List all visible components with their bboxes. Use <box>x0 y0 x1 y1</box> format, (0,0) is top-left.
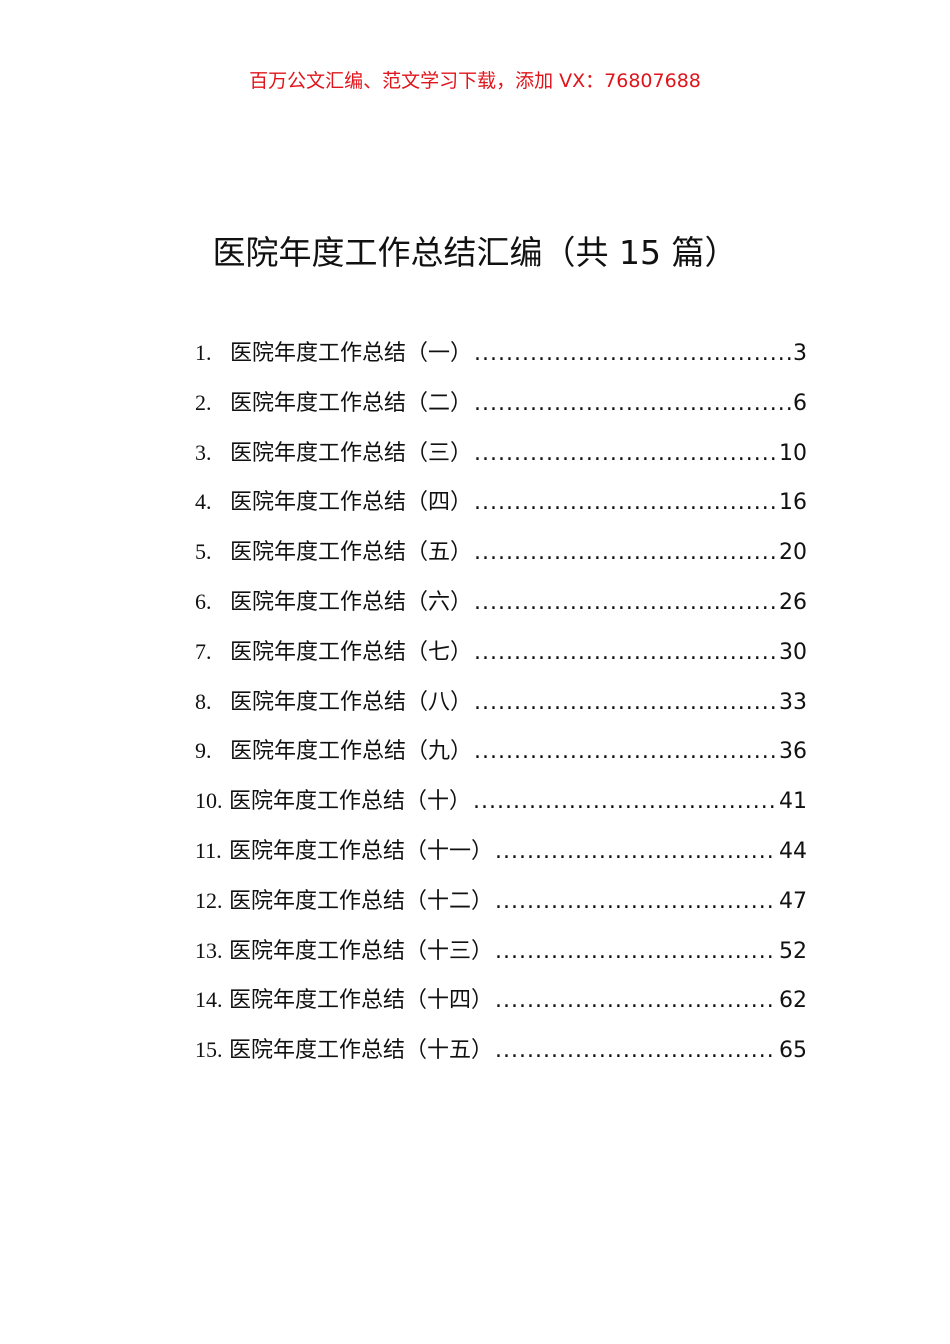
toc-label: 医院年度工作总结（十五） <box>229 1038 494 1064</box>
toc-page-number: 3 <box>793 341 807 366</box>
toc-leader-dots <box>495 832 777 872</box>
toc-page-number: 20 <box>779 540 807 566</box>
toc-label: 医院年度工作总结（九） <box>230 739 473 765</box>
toc-label: 医院年度工作总结（十二） <box>229 888 494 914</box>
toc-label: 医院年度工作总结（二） <box>230 390 473 416</box>
toc-entry[interactable]: 8. 医院年度工作总结（八） 33 <box>195 682 807 732</box>
toc-number: 4. <box>195 489 212 515</box>
promo-banner: 百万公文汇编、范文学习下载，添加 VX：76807688 <box>249 70 701 92</box>
toc-entry[interactable]: 4. 医院年度工作总结（四） 16 <box>195 482 807 532</box>
toc-number: 2. <box>195 389 212 415</box>
toc-entry[interactable]: 11. 医院年度工作总结（十一） 44 <box>195 831 807 881</box>
toc-number: 10. <box>195 788 223 814</box>
toc-entry[interactable]: 9. 医院年度工作总结（九） 36 <box>195 731 807 781</box>
document-title: 医院年度工作总结汇编（共 15 篇） <box>212 233 738 272</box>
toc-entry[interactable]: 13.医院年度工作总结（十三） 52 <box>195 931 807 981</box>
toc-entry[interactable]: 7. 医院年度工作总结（七） 30 <box>195 632 807 682</box>
toc-page-number: 26 <box>779 589 807 615</box>
toc-entry[interactable]: 1. 医院年度工作总结（一） 3 <box>195 333 807 383</box>
toc-entry[interactable]: 14.医院年度工作总结（十四） 62 <box>195 980 807 1030</box>
toc-number: 9. <box>195 738 212 764</box>
toc-page-number: 44 <box>779 838 807 864</box>
toc-leader-dots <box>474 633 777 673</box>
toc-number: 15. <box>195 1037 223 1063</box>
toc-page-number: 41 <box>779 789 807 815</box>
toc-entry[interactable]: 2. 医院年度工作总结（二） 6 <box>195 383 807 433</box>
toc-page-number: 30 <box>779 639 807 665</box>
toc-entry[interactable]: 10.医院年度工作总结（十） 41 <box>195 781 807 831</box>
toc-label: 医院年度工作总结（八） <box>230 689 473 715</box>
toc-leader-dots <box>474 334 791 374</box>
toc-leader-dots <box>495 932 777 972</box>
toc-label: 医院年度工作总结（一） <box>230 341 473 366</box>
toc-number: 14. <box>195 987 223 1013</box>
toc-label: 医院年度工作总结（十三） <box>229 938 494 964</box>
toc-page-number: 10 <box>779 440 807 466</box>
toc-page-number: 47 <box>779 888 807 914</box>
toc-page-number: 36 <box>779 739 807 765</box>
toc-number: 3. <box>195 439 212 465</box>
toc-leader-dots <box>474 583 777 623</box>
toc-number: 1. <box>195 340 212 365</box>
toc-page-number: 62 <box>779 988 807 1014</box>
toc-leader-dots <box>474 732 777 772</box>
toc-page-number: 33 <box>779 689 807 715</box>
toc-entry[interactable]: 6. 医院年度工作总结（六） 26 <box>195 582 807 632</box>
toc-leader-dots <box>474 683 777 723</box>
toc-label: 医院年度工作总结（三） <box>230 440 473 466</box>
toc-leader-dots <box>474 434 777 474</box>
toc-leader-dots <box>474 483 777 523</box>
toc-page-number: 6 <box>793 390 807 416</box>
table-of-contents: 1. 医院年度工作总结（一） 3 2. 医院年度工作总结（二） 6 3. 医院年度工作总结… <box>195 333 807 1080</box>
toc-number: 12. <box>195 887 223 913</box>
toc-leader-dots <box>495 882 777 922</box>
toc-entry[interactable]: 15.医院年度工作总结（十五） 65 <box>195 1030 807 1080</box>
toc-leader-dots <box>474 384 791 424</box>
toc-label: 医院年度工作总结（五） <box>230 540 473 566</box>
toc-page-number: 52 <box>779 938 807 964</box>
toc-label: 医院年度工作总结（六） <box>230 589 473 615</box>
toc-label: 医院年度工作总结（十四） <box>229 988 494 1014</box>
toc-number: 11. <box>195 837 222 863</box>
toc-label: 医院年度工作总结（四） <box>230 490 473 516</box>
toc-number: 7. <box>195 638 212 664</box>
toc-entry[interactable]: 5. 医院年度工作总结（五） 20 <box>195 532 807 582</box>
toc-number: 8. <box>195 688 212 714</box>
toc-number: 5. <box>195 539 212 565</box>
toc-entry[interactable]: 12.医院年度工作总结（十二） 47 <box>195 881 807 931</box>
toc-leader-dots <box>473 782 777 822</box>
toc-number: 6. <box>195 588 212 614</box>
toc-leader-dots <box>495 981 777 1021</box>
toc-entry[interactable]: 3. 医院年度工作总结（三） 10 <box>195 433 807 483</box>
toc-label: 医院年度工作总结（十一） <box>229 838 494 864</box>
toc-page-number: 65 <box>779 1038 807 1064</box>
toc-leader-dots <box>495 1031 777 1071</box>
toc-page-number: 16 <box>779 490 807 516</box>
toc-leader-dots <box>474 533 777 573</box>
toc-number: 13. <box>195 937 223 963</box>
toc-label: 医院年度工作总结（十） <box>229 789 472 815</box>
toc-label: 医院年度工作总结（七） <box>230 639 473 665</box>
